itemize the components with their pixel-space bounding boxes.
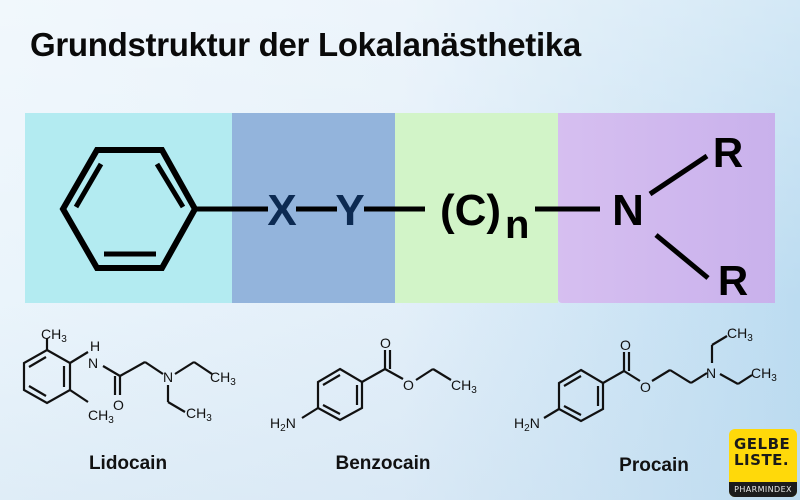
logo-line3: PHARMINDEX bbox=[729, 482, 797, 497]
svg-text:CH3: CH3 bbox=[186, 405, 212, 424]
svg-text:N: N bbox=[88, 355, 98, 371]
atom-n: N bbox=[612, 186, 644, 235]
benzene-ring-icon bbox=[59, 147, 199, 271]
svg-text:CH3: CH3 bbox=[727, 325, 753, 344]
svg-text:O: O bbox=[620, 337, 631, 353]
atom-y: Y bbox=[335, 186, 364, 235]
svg-text:CH3: CH3 bbox=[751, 365, 777, 384]
atom-r2: R bbox=[718, 257, 748, 304]
subscript-n: n bbox=[505, 203, 529, 247]
svg-text:O: O bbox=[403, 377, 414, 393]
molecule-name-lidocaine: Lidocain bbox=[88, 453, 168, 474]
molecule-name-procaine: Procain bbox=[619, 455, 689, 476]
lidocaine-labels: CH3 H N O N CH3 CH3 CH3 bbox=[41, 326, 236, 426]
logo-line1: GELBE bbox=[734, 435, 791, 453]
molecule-name-benzocaine: Benzocain bbox=[335, 453, 431, 474]
page-title: Grundstruktur der Lokalanästhetika bbox=[30, 26, 581, 63]
svg-text:H2N: H2N bbox=[270, 415, 296, 434]
atom-x: X bbox=[267, 186, 296, 235]
procaine-structure-icon bbox=[543, 335, 753, 423]
svg-text:CH3: CH3 bbox=[210, 369, 236, 388]
svg-text:CH3: CH3 bbox=[88, 407, 114, 426]
svg-text:H: H bbox=[90, 338, 100, 354]
svg-text:O: O bbox=[113, 397, 124, 413]
procaine-labels: O O N CH3 CH3 H2N bbox=[514, 325, 777, 434]
svg-text:CH3: CH3 bbox=[451, 377, 477, 396]
svg-text:H2N: H2N bbox=[514, 415, 540, 434]
gelbe-liste-logo[interactable]: GELBE LISTE. PHARMINDEX bbox=[729, 429, 797, 497]
svg-text:N: N bbox=[706, 365, 716, 381]
svg-text:N: N bbox=[163, 369, 173, 385]
lidocaine-structure-icon bbox=[22, 338, 213, 413]
svg-text:O: O bbox=[640, 379, 651, 395]
svg-text:CH3: CH3 bbox=[41, 326, 67, 345]
atom-r1: R bbox=[713, 129, 743, 176]
benzocaine-labels: O O CH3 H2N bbox=[270, 335, 477, 434]
svg-text:O: O bbox=[380, 335, 391, 351]
atom-c: (C) bbox=[440, 186, 501, 235]
benzocaine-structure-icon bbox=[301, 350, 452, 422]
logo-line2: LISTE. bbox=[734, 451, 790, 469]
